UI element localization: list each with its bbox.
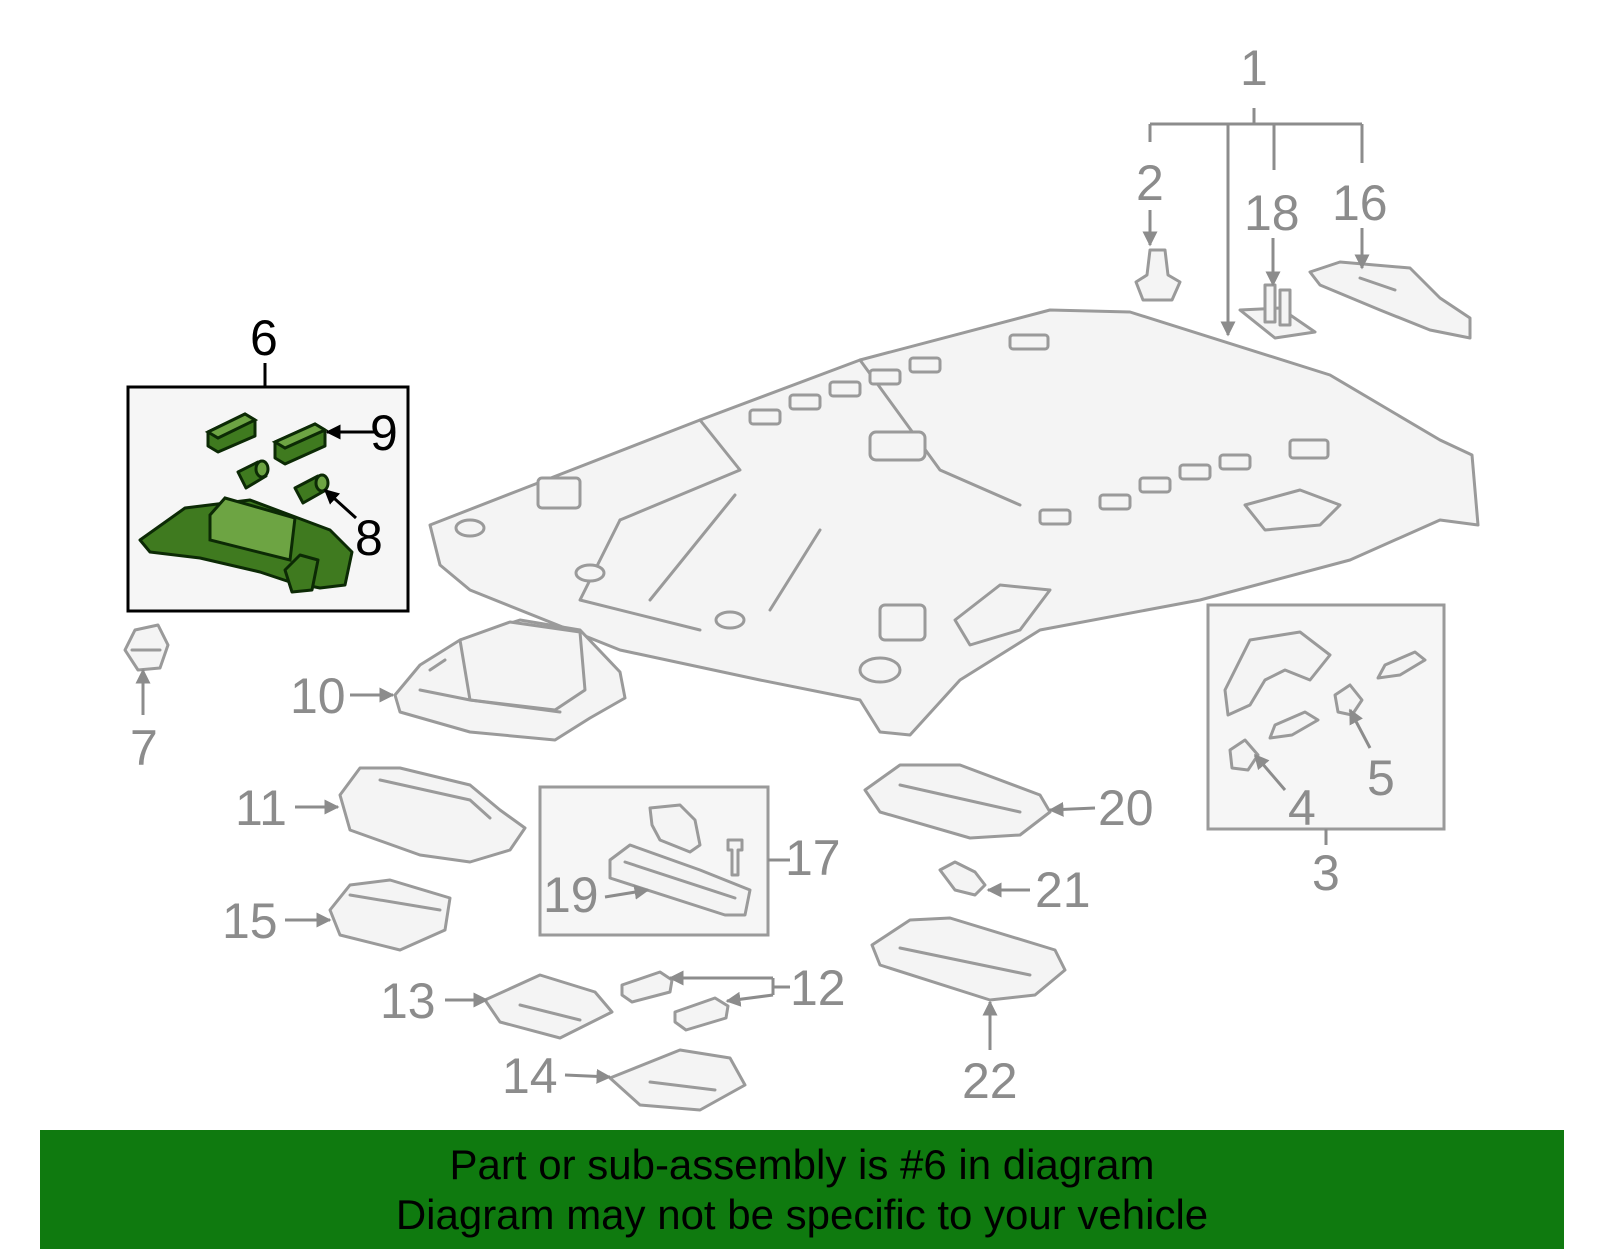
visor-clip-part-7[interactable]	[123, 623, 170, 672]
bracket-part-18[interactable]	[1238, 283, 1317, 340]
console-part-10[interactable]	[393, 618, 627, 742]
callout-2: 2	[1136, 155, 1164, 211]
footer-line-2: Diagram may not be specific to your vehi…	[395, 1190, 1209, 1238]
group-box-part-17[interactable]	[538, 785, 770, 937]
callout-20: 20	[1098, 780, 1154, 836]
callout-17: 17	[785, 830, 841, 886]
lens-part-13[interactable]	[483, 973, 614, 1040]
sunvisor-part-6	[138, 496, 354, 594]
footer-line-1: Part or sub-assembly is #6 in diagram	[449, 1140, 1155, 1188]
clip-part-2[interactable]	[1134, 248, 1182, 302]
callout-18: 18	[1244, 185, 1300, 241]
callout-7: 7	[130, 720, 158, 776]
clip-part-8-a	[236, 459, 270, 490]
callout-21: 21	[1035, 862, 1091, 918]
holder-part-9-b	[271, 422, 329, 466]
sunvisor-assembly-box[interactable]	[126, 385, 410, 613]
bulb-part-12-a[interactable]	[620, 970, 674, 1004]
callout-5: 5	[1367, 750, 1395, 806]
headliner-part-1[interactable]	[428, 308, 1480, 737]
callout-8: 8	[355, 510, 383, 566]
footer-banner-background	[40, 1130, 1564, 1249]
lamp-housing-part-11[interactable]	[338, 766, 527, 864]
callout-13: 13	[380, 973, 436, 1029]
callout-16: 16	[1332, 175, 1388, 231]
holder-part-9-a	[204, 412, 259, 454]
bulb-part-21[interactable]	[938, 860, 987, 897]
callout-1: 1	[1240, 40, 1268, 96]
insulator-part-16[interactable]	[1308, 260, 1472, 340]
callout-4: 4	[1288, 780, 1316, 836]
group-box-part-3[interactable]	[1206, 603, 1446, 831]
callout-6: 6	[250, 310, 278, 366]
callout-11: 11	[235, 780, 287, 836]
lens-part-22[interactable]	[870, 916, 1067, 1002]
map-lamp-part-20[interactable]	[863, 763, 1052, 840]
callout-12: 12	[790, 960, 846, 1016]
callout-9: 9	[370, 405, 398, 461]
callout-labels: 1 2 18 16 6 9 8 7 10 11 15 13 14 12 17 1…	[130, 40, 1395, 1109]
footer-banner: Part or sub-assembly is #6 in diagram Di…	[40, 1130, 1564, 1249]
lens-part-14[interactable]	[608, 1048, 747, 1112]
callout-14: 14	[502, 1048, 558, 1104]
callout-3: 3	[1312, 845, 1340, 901]
bulb-part-12-b[interactable]	[673, 996, 730, 1032]
leader-lines	[135, 108, 1372, 1084]
callout-22: 22	[962, 1053, 1018, 1109]
callout-19: 19	[543, 867, 599, 923]
callout-10: 10	[290, 668, 346, 724]
lamp-part-15[interactable]	[328, 878, 452, 952]
callout-15: 15	[222, 893, 278, 949]
